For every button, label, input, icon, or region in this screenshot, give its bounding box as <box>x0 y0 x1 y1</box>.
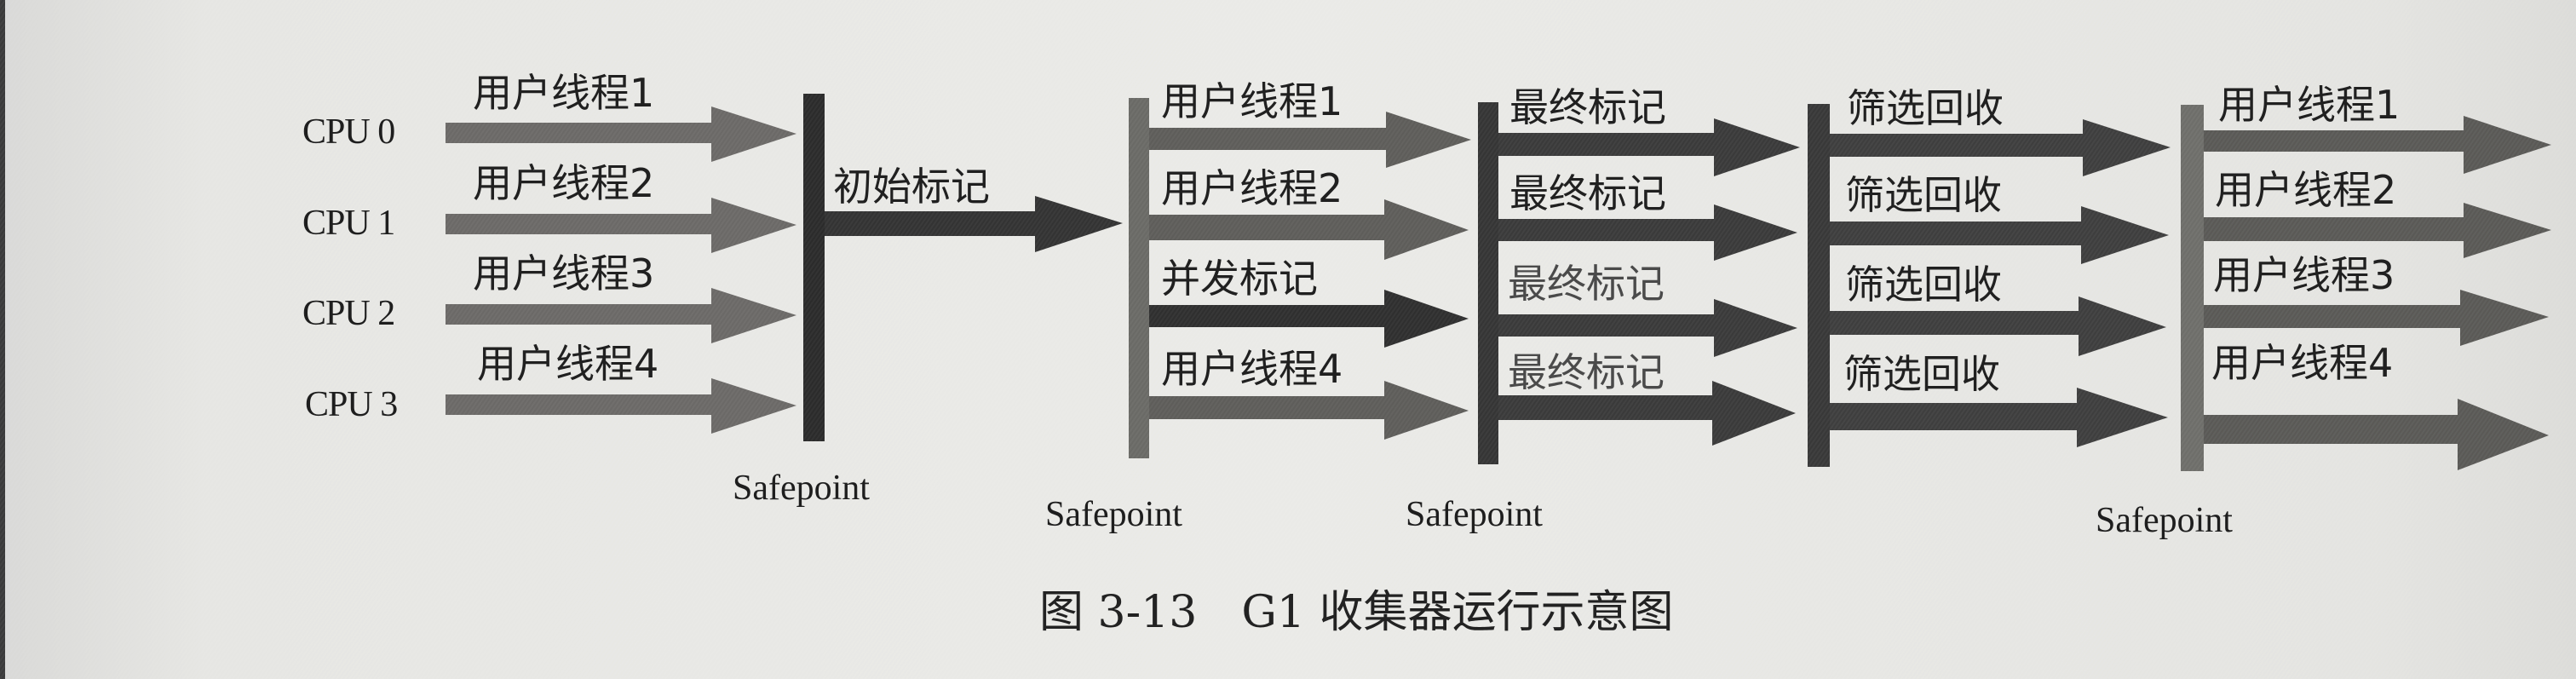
stage4-label-4: 最终标记 <box>1508 349 1665 395</box>
stage5-label-3: 筛选回收 <box>1845 262 2002 308</box>
stage5-label-2: 筛选回收 <box>1845 172 2002 218</box>
safepoint-label-4: Safepoint <box>2096 501 2233 540</box>
stage4-label-2: 最终标记 <box>1509 170 1666 216</box>
safepoint-label-2: Safepoint <box>1045 495 1182 534</box>
stage3-label-1: 用户线程1 <box>1161 78 1343 124</box>
initial-mark-label: 初始标记 <box>833 164 990 210</box>
cpu-label-2: CPU 2 <box>302 294 395 333</box>
stage4-label-3: 最终标记 <box>1508 261 1665 307</box>
stage1-label-4: 用户线程4 <box>477 341 659 387</box>
stage5-label-1: 筛选回收 <box>1847 85 2004 131</box>
stage1-label-3: 用户线程3 <box>473 250 655 296</box>
stage3-label-2: 用户线程2 <box>1161 165 1343 211</box>
cpu-label-0: CPU 0 <box>302 112 395 152</box>
stage1-label-2: 用户线程2 <box>473 160 655 206</box>
stage6-label-4: 用户线程4 <box>2211 340 2394 386</box>
stage4-label-1: 最终标记 <box>1509 84 1666 130</box>
cpu-label-3: CPU 3 <box>305 385 398 424</box>
stage6-label-2: 用户线程2 <box>2215 167 2397 213</box>
stage6-label-1: 用户线程1 <box>2218 82 2401 128</box>
stage3-label-4: 用户线程4 <box>1161 346 1343 392</box>
cpu-label-1: CPU 1 <box>302 204 395 243</box>
stage6-label-3: 用户线程3 <box>2213 252 2395 298</box>
safepoint-label-3: Safepoint <box>1406 495 1543 534</box>
stage3-label-3: 并发标记 <box>1161 256 1318 302</box>
stage5-label-4: 筛选回收 <box>1843 351 2000 397</box>
safepoint-label-1: Safepoint <box>733 469 870 508</box>
stage1-label-1: 用户线程1 <box>473 70 655 116</box>
figure-caption: 图 3-13 G1 收集器运行示意图 <box>1039 587 1674 638</box>
